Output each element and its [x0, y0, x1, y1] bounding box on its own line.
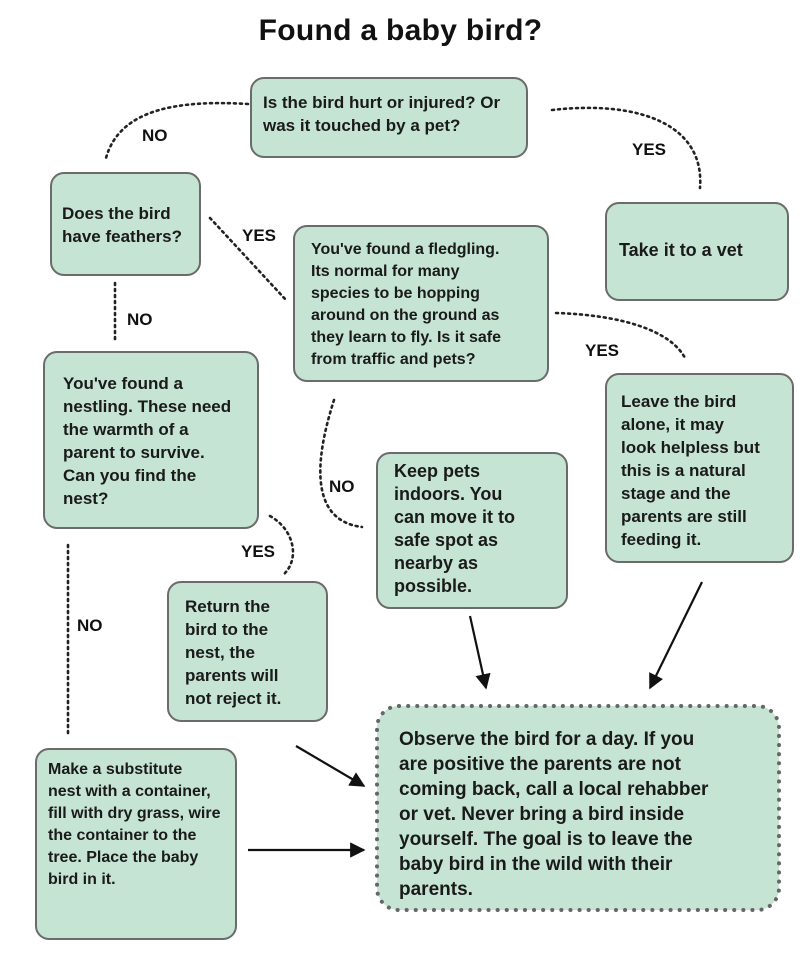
node-feathers-question: Does the bird have feathers? — [50, 172, 201, 276]
node-leave-bird-alone: Leave the bird alone, it may look helple… — [605, 373, 794, 563]
label-yes-hurt: YES — [632, 140, 667, 159]
label-yes-nestling: YES — [241, 542, 276, 561]
label-no-hurt: NO — [142, 126, 168, 145]
node-return-to-nest: Return the bird to the nest, the parents… — [167, 581, 328, 722]
arrow-keep-pets-to-observe — [468, 615, 491, 690]
arrow-leave-to-observe — [649, 581, 703, 690]
label-no-nestling: NO — [77, 616, 103, 635]
page-title: Found a baby bird? — [258, 14, 543, 47]
connector-hurt-no — [104, 101, 250, 160]
node-return-text: Return the bird to the nest, the parents… — [185, 597, 282, 708]
node-substitute-nest: Make a substitute nest with a container,… — [35, 748, 237, 940]
node-vet-text: Take it to a vet — [619, 240, 743, 260]
node-feathers-text: Does the bird have feathers? — [62, 204, 182, 246]
connector-feathers-yes — [208, 216, 288, 302]
node-nestling: You've found a nestling. These need the … — [43, 351, 259, 529]
connector-hurt-yes — [550, 106, 702, 190]
label-yes-fledgling: YES — [585, 341, 620, 360]
arrow-return-to-observe — [295, 745, 366, 787]
node-keep-pets-text: Keep pets indoors. You can move it to sa… — [394, 461, 516, 596]
node-observe-text: Observe the bird for a day. If you are p… — [399, 729, 709, 900]
connector-nestling-yes — [268, 514, 295, 577]
observe-box-dotted-border — [375, 704, 781, 912]
node-observe: Observe the bird for a day. If you are p… — [379, 708, 777, 908]
label-yes-feathers: YES — [242, 226, 277, 245]
node-take-to-vet: Take it to a vet — [605, 202, 789, 301]
node-fledgling-text: You've found a fledgling. Its normal for… — [311, 241, 501, 368]
node-fledgling: You've found a fledgling. Its normal for… — [293, 225, 549, 382]
node-nestling-text: You've found a nestling. These need the … — [63, 374, 232, 508]
node-substitute-text: Make a substitute nest with a container,… — [48, 761, 221, 888]
node-keep-pets-indoors: Keep pets indoors. You can move it to sa… — [376, 452, 568, 609]
node-leave-text: Leave the bird alone, it may look helple… — [621, 392, 760, 549]
connector-fledgling-no — [319, 398, 364, 529]
connector-fledgling-yes — [554, 311, 688, 362]
node-hurt-text: Is the bird hurt or injured? Or was it t… — [263, 93, 501, 135]
label-no-fledgling: NO — [329, 477, 355, 496]
label-no-feathers: NO — [127, 310, 153, 329]
node-hurt-question: Is the bird hurt or injured? Or was it t… — [250, 77, 528, 158]
